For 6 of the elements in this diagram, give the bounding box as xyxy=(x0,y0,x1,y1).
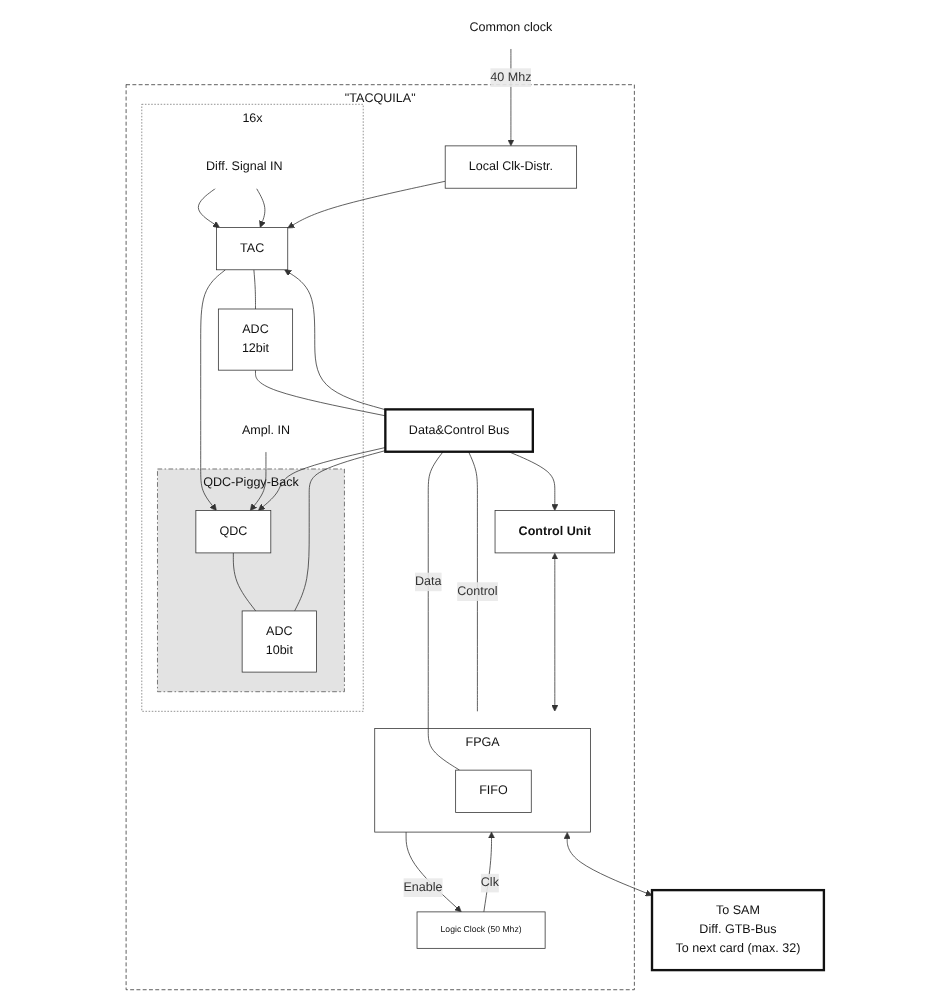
connector xyxy=(294,450,386,612)
connector xyxy=(253,269,256,310)
connector xyxy=(232,552,257,612)
connector xyxy=(427,451,460,771)
connector xyxy=(255,369,386,417)
connector xyxy=(468,451,478,712)
